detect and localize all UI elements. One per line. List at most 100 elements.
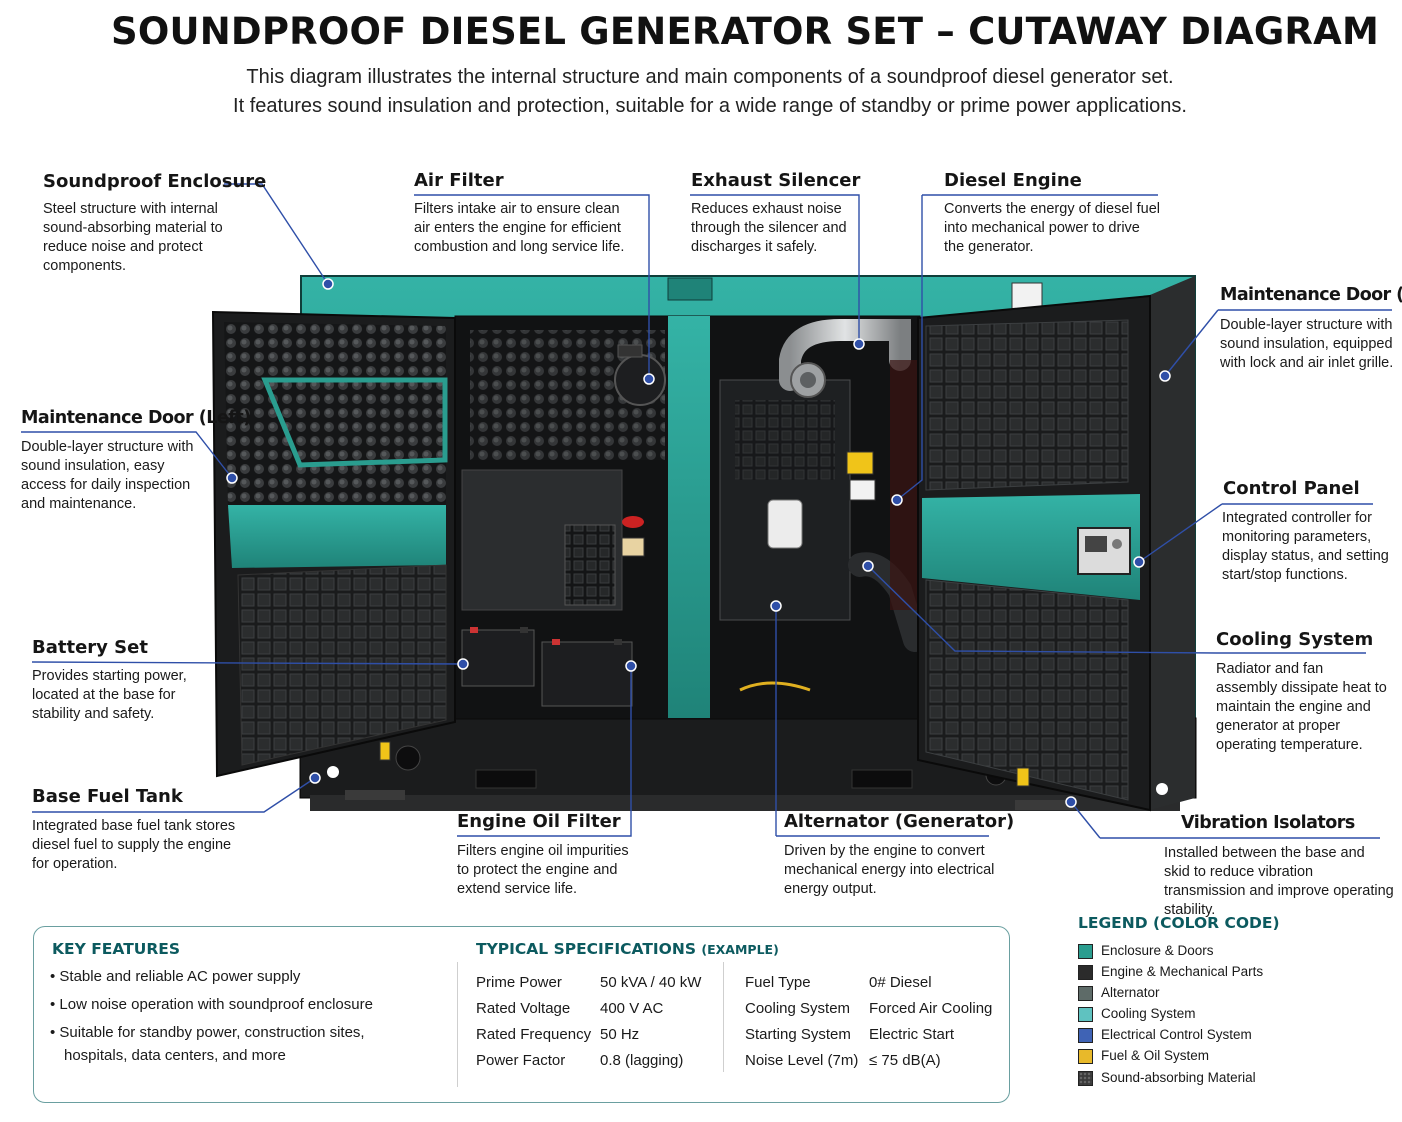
left-door-teal	[228, 505, 446, 568]
battery-2	[541, 641, 633, 707]
specs-title: TYPICAL SPECIFICATIONS (EXAMPLE)	[476, 940, 779, 958]
leader-engine-oil-filter	[457, 666, 632, 837]
callout-maintenance-door-right-desc: Double-layer structure with sound insula…	[1220, 317, 1394, 371]
callout-alternator-title: Alternator (Generator)	[784, 811, 1015, 832]
callout-maintenance-door-left-title: Maintenance Door (Left)	[21, 408, 251, 428]
callout-vibration-isolators-title: Vibration Isolators	[1181, 813, 1355, 833]
legend-item: Enclosure & Doors	[1078, 943, 1214, 959]
alternator-cover	[564, 524, 616, 606]
spec-left-label-1: Prime Power	[476, 974, 562, 991]
callout-diesel-engine-title: Diesel Engine	[944, 170, 1082, 191]
left-door-grille	[237, 564, 447, 766]
spec-right-value-3: Electric Start	[869, 1026, 955, 1043]
spec-left-value-4: 0.8 (lagging)	[600, 1052, 684, 1069]
callout-base-fuel-tank-title: Base Fuel Tank	[32, 786, 183, 807]
leader-alternator	[775, 606, 989, 837]
spec-right-value-1: 0# Diesel	[869, 974, 932, 991]
spec-left-value-3: 50 Hz	[600, 1026, 640, 1043]
skid	[310, 795, 1180, 811]
base-slot-mid	[851, 769, 913, 789]
leader-control-panel	[1138, 503, 1373, 563]
specs-title-text: TYPICAL SPECIFICATIONS	[476, 940, 696, 958]
callout-cooling-system-title: Cooling System	[1216, 629, 1374, 650]
base-slot-left	[475, 769, 537, 789]
fuel-valve	[621, 537, 645, 557]
leader-maintenance-door-right	[1164, 309, 1392, 377]
feature-text-3: Suitable for standby power, construction…	[59, 1024, 365, 1064]
features-specs-panel	[33, 926, 1010, 1103]
callout-air-filter-desc: Filters intake air to ensure clean air e…	[414, 201, 625, 255]
air-filter-canister	[614, 354, 666, 406]
callout-exhaust-silencer-title: Exhaust Silencer	[691, 170, 861, 191]
legend-swatch	[1078, 1070, 1093, 1086]
legend-label: Enclosure & Doors	[1101, 943, 1214, 958]
spec-right-label-4: Noise Level (7m)	[745, 1052, 859, 1069]
spec-right-value-4: ≤ 75 dB(A)	[869, 1052, 941, 1069]
callout-cooling-system-desc: Radiator and fan assembly dissipate heat…	[1216, 661, 1387, 753]
vibration-pad-left	[345, 790, 405, 800]
callout-maintenance-door-right-title: Maintenance Door (Right)	[1220, 285, 1402, 305]
subtitle-line-1: This diagram illustrates the internal st…	[246, 66, 1174, 88]
legend-title: LEGEND (COLOR CODE)	[1078, 914, 1280, 932]
spec-left-value-1: 50 kVA / 40 kW	[600, 974, 702, 991]
legend-label: Sound-absorbing Material	[1101, 1070, 1256, 1085]
vibration-pad-right	[1015, 800, 1075, 810]
callout-engine-oil-filter-desc: Filters engine oil impurities to protect…	[457, 843, 629, 897]
legend-label: Electrical Control System	[1101, 1027, 1252, 1042]
legend-swatch	[1078, 1048, 1093, 1064]
specs-divider	[457, 962, 458, 1087]
spec-left-value-2: 400 V AC	[600, 1000, 664, 1017]
leader-soundproof-enclosure	[224, 183, 329, 285]
callout-vibration-isolators-desc: Installed between the base and skid to r…	[1164, 845, 1394, 918]
nameplate	[1011, 282, 1043, 310]
key-features-title: KEY FEATURES	[52, 940, 181, 958]
legend-item: Cooling System	[1078, 1006, 1196, 1022]
base-fill-cap-left	[395, 745, 421, 771]
legend-swatch	[1078, 1027, 1093, 1043]
legend-item: Electrical Control System	[1078, 1027, 1252, 1043]
fuel-line	[739, 681, 811, 692]
leader-maintenance-door-left	[21, 431, 233, 479]
legend-swatch	[1078, 1006, 1093, 1022]
callout-diesel-engine-desc: Converts the energy of diesel fuel into …	[944, 201, 1161, 255]
center-pillar	[668, 316, 710, 718]
exhaust-pipe	[779, 319, 911, 391]
legend-label: Engine & Mechanical Parts	[1101, 964, 1264, 979]
specs-divider-2	[723, 962, 724, 1072]
battery-1	[461, 629, 535, 687]
callout-control-panel-title: Control Panel	[1223, 478, 1360, 499]
callout-exhaust-silencer-desc: Reduces exhaust noise through the silenc…	[691, 201, 847, 255]
legend-swatch	[1078, 985, 1093, 1001]
callout-battery-set-title: Battery Set	[32, 637, 148, 658]
callout-base-fuel-tank-desc: Integrated base fuel tank stores diesel …	[32, 818, 236, 872]
enclosure-side-right	[1150, 276, 1195, 810]
legend-label: Alternator	[1101, 985, 1160, 1000]
spec-right-label-2: Cooling System	[745, 1000, 851, 1017]
callout-engine-oil-filter-title: Engine Oil Filter	[457, 811, 621, 832]
legend-item: Engine & Mechanical Parts	[1078, 964, 1263, 980]
callout-soundproof-enclosure-desc: Steel structure with internal sound-abso…	[43, 201, 223, 274]
callout-air-filter-title: Air Filter	[414, 170, 504, 191]
left-door-foam	[224, 322, 446, 508]
callout-alternator-desc: Driven by the engine to convert mechanic…	[784, 843, 995, 897]
callout-control-panel-desc: Integrated controller for monitoring par…	[1222, 510, 1389, 583]
leader-exhaust-silencer	[690, 194, 860, 344]
spec-left-label-4: Power Factor	[476, 1052, 566, 1069]
callout-maintenance-door-left-desc: Double-layer structure with sound insula…	[21, 439, 194, 512]
right-door-grille-bottom	[925, 579, 1129, 801]
leader-vibration-isolators	[1070, 801, 1380, 839]
specs-title-suffix: (EXAMPLE)	[701, 942, 779, 957]
spec-right-value-2: Forced Air Cooling	[869, 1000, 993, 1017]
callout-soundproof-enclosure-title: Soundproof Enclosure	[43, 171, 267, 192]
spec-left-label-2: Rated Voltage	[476, 1000, 571, 1017]
legend-swatch	[1078, 943, 1093, 959]
spec-right-label-3: Starting System	[745, 1026, 851, 1043]
feature-item-3: • Suitable for standby power, constructi…	[50, 1024, 365, 1064]
warning-label	[846, 451, 874, 475]
spec-right-label-1: Fuel Type	[745, 974, 811, 991]
legend-swatch	[1078, 964, 1093, 980]
page-title: SOUNDPROOF DIESEL GENERATOR SET – CUTAWA…	[111, 10, 1379, 53]
leader-air-filter	[414, 194, 650, 379]
legend-label: Cooling System	[1101, 1006, 1196, 1021]
